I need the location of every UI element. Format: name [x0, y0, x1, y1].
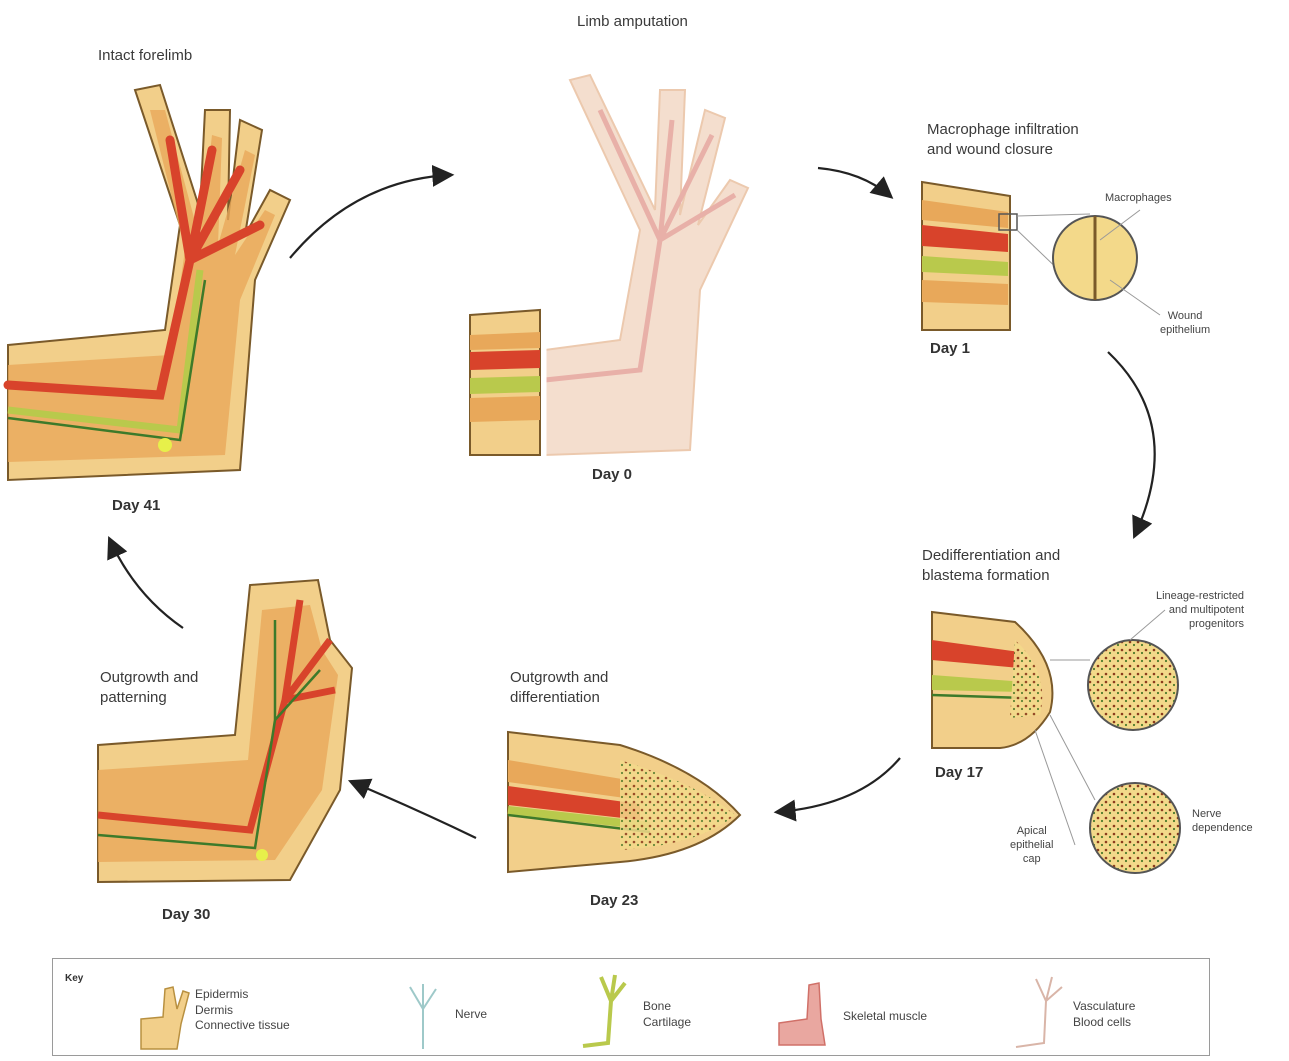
legend-bone: Bone	[643, 999, 691, 1015]
day-label-intact: Day 41	[112, 497, 160, 514]
stage-title-macrophage-line2: and wound closure	[927, 140, 1079, 160]
day-label-outgrowth-differentiation: Day 23	[590, 892, 638, 909]
legend-blood-cells: Blood cells	[1073, 1015, 1135, 1031]
callout-aec-line1: Apical	[1010, 825, 1053, 839]
stage-title-intact: Intact forelimb	[98, 46, 192, 66]
day-label-macrophage: Day 1	[930, 340, 970, 357]
legend-item-tissue: Epidermis Dermis Connective tissue	[195, 987, 290, 1034]
callout-nerve-line1: Nerve	[1192, 808, 1253, 822]
legend-connective-tissue: Connective tissue	[195, 1018, 290, 1034]
stage-title-outgrowth-patterning: Outgrowth and patterning	[100, 668, 198, 709]
callout-progenitors: Lineage-restricted and multipotent proge…	[1156, 590, 1244, 631]
callout-progenitors-line1: Lineage-restricted	[1156, 590, 1244, 604]
legend-vasculature: Vasculature	[1073, 999, 1135, 1015]
legend-item-bone: Bone Cartilage	[643, 999, 691, 1030]
callout-apical-epithelial-cap: Apical epithelial cap	[1010, 825, 1053, 866]
stage-title-dedifferentiation-line1: Dedifferentiation and	[922, 546, 1060, 566]
callout-aec-line2: epithelial	[1010, 839, 1053, 853]
outgrowth-differentiation-illustration	[508, 732, 740, 872]
blastema-illustration	[932, 610, 1180, 873]
legend-nerve-icon	[398, 979, 448, 1051]
legend-dermis: Dermis	[195, 1003, 290, 1019]
stage-title-amputation: Limb amputation	[577, 12, 688, 32]
callout-progenitors-line2: and multipotent	[1156, 604, 1244, 618]
legend-skeletal-muscle: Skeletal muscle	[843, 1009, 927, 1025]
legend-item-vasculature: Vasculature Blood cells	[1073, 999, 1135, 1030]
legend-box: Key Epidermis Dermis Connective tissue N…	[52, 958, 1210, 1056]
legend-cartilage: Cartilage	[643, 1015, 691, 1031]
day-label-amputation: Day 0	[592, 466, 632, 483]
legend-nerve: Nerve	[455, 1007, 487, 1023]
stage-title-dedifferentiation: Dedifferentiation and blastema formation	[922, 546, 1060, 587]
callout-wound-line2: epithelium	[1160, 324, 1210, 338]
callout-aec-line3: cap	[1010, 853, 1053, 867]
outgrowth-patterning-illustration	[98, 580, 352, 882]
stage-title-outgrowth-differentiation: Outgrowth and differentiation	[510, 668, 608, 709]
stage-title-macrophage-line1: Macrophage infiltration	[927, 120, 1079, 140]
legend-muscle-icon	[773, 973, 833, 1051]
callout-nerve-dependence: Nerve dependence	[1192, 808, 1253, 836]
callout-nerve-line2: dependence	[1192, 822, 1253, 836]
callout-wound-epithelium: Wound epithelium	[1160, 310, 1210, 338]
stage-title-outgrowth-pattern-line2: patterning	[100, 688, 198, 708]
stage-title-outgrowth-diff-line2: differentiation	[510, 688, 608, 708]
intact-forelimb-illustration	[8, 85, 290, 480]
callout-progenitors-line3: progenitors	[1156, 618, 1244, 632]
day-label-outgrowth-patterning: Day 30	[162, 906, 210, 923]
stage-title-macrophage: Macrophage infiltration and wound closur…	[927, 120, 1079, 161]
amputation-illustration	[470, 75, 748, 460]
legend-vasculature-icon	[1008, 973, 1068, 1051]
stage-title-outgrowth-pattern-line1: Outgrowth and	[100, 668, 198, 688]
stage-title-dedifferentiation-line2: blastema formation	[922, 566, 1060, 586]
legend-skin-icon	[133, 979, 193, 1051]
legend-key-label: Key	[65, 973, 83, 984]
legend-epidermis: Epidermis	[195, 987, 290, 1003]
stage-title-outgrowth-diff-line1: Outgrowth and	[510, 668, 608, 688]
legend-bone-icon	[573, 971, 633, 1051]
day-label-dedifferentiation: Day 17	[935, 764, 983, 781]
callout-wound-line1: Wound	[1160, 310, 1210, 324]
callout-macrophages: Macrophages	[1105, 192, 1172, 206]
